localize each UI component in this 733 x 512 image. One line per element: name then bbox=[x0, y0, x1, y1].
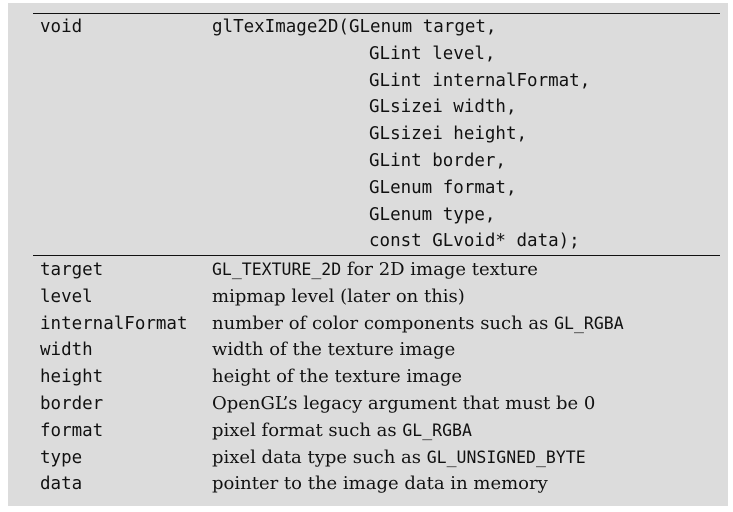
param-name: height bbox=[40, 367, 104, 388]
param-name: level bbox=[40, 286, 93, 307]
top-rule bbox=[33, 13, 720, 15]
desc-text: for 2D image texture bbox=[341, 259, 538, 280]
param-decl: GLenum format, bbox=[369, 177, 517, 198]
param-description: GL_TEXTURE_2D for 2D image texture bbox=[212, 257, 538, 284]
param-name: target bbox=[40, 260, 104, 280]
middle-rule bbox=[33, 255, 720, 257]
param-decl: GLint level, bbox=[369, 43, 496, 64]
api-reference-table: void glTexImage2D(GLenum target, GLint l… bbox=[8, 3, 728, 506]
param-decl: GLint internalFormat, bbox=[369, 70, 591, 91]
param-name: width bbox=[40, 340, 93, 361]
code-literal: GL_RGBA bbox=[402, 420, 472, 440]
param-description: number of color components such as GL_RG… bbox=[212, 311, 624, 338]
param-decl: const GLvoid* data); bbox=[369, 231, 580, 252]
desc-text: pixel format such as bbox=[212, 419, 403, 441]
param-name: type bbox=[40, 447, 83, 468]
code-literal: GL_RGBA bbox=[554, 313, 624, 333]
desc-text: number of color components such as bbox=[212, 312, 555, 334]
param-description: pointer to the image data in memory bbox=[212, 473, 548, 495]
param-decl: GLsizei height, bbox=[369, 124, 528, 145]
param-decl: GLenum type, bbox=[369, 204, 496, 225]
param-description: pixel format such as GL_RGBA bbox=[212, 418, 472, 445]
param-decl: GLsizei width, bbox=[369, 97, 517, 118]
param-description: height of the texture image bbox=[212, 366, 463, 388]
param-name: data bbox=[40, 474, 83, 495]
code-literal: GL_TEXTURE_2D bbox=[212, 260, 342, 279]
desc-text: pixel data type such as bbox=[212, 446, 427, 468]
param-description: pixel data type such as GL_UNSIGNED_BYTE bbox=[212, 445, 586, 472]
return-type: void bbox=[40, 17, 83, 37]
code-literal: GL_UNSIGNED_BYTE bbox=[426, 447, 586, 467]
param-name: internalFormat bbox=[40, 313, 188, 334]
param-description: mipmap level (later on this) bbox=[212, 285, 465, 307]
function-signature-head: glTexImage2D(GLenum target, bbox=[212, 17, 497, 37]
param-decl: GLint border, bbox=[369, 151, 506, 171]
param-name: border bbox=[40, 394, 104, 414]
param-name: format bbox=[40, 420, 104, 441]
param-description: width of the texture image bbox=[212, 339, 456, 361]
param-description: OpenGL’s legacy argument that must be 0 bbox=[212, 393, 596, 414]
